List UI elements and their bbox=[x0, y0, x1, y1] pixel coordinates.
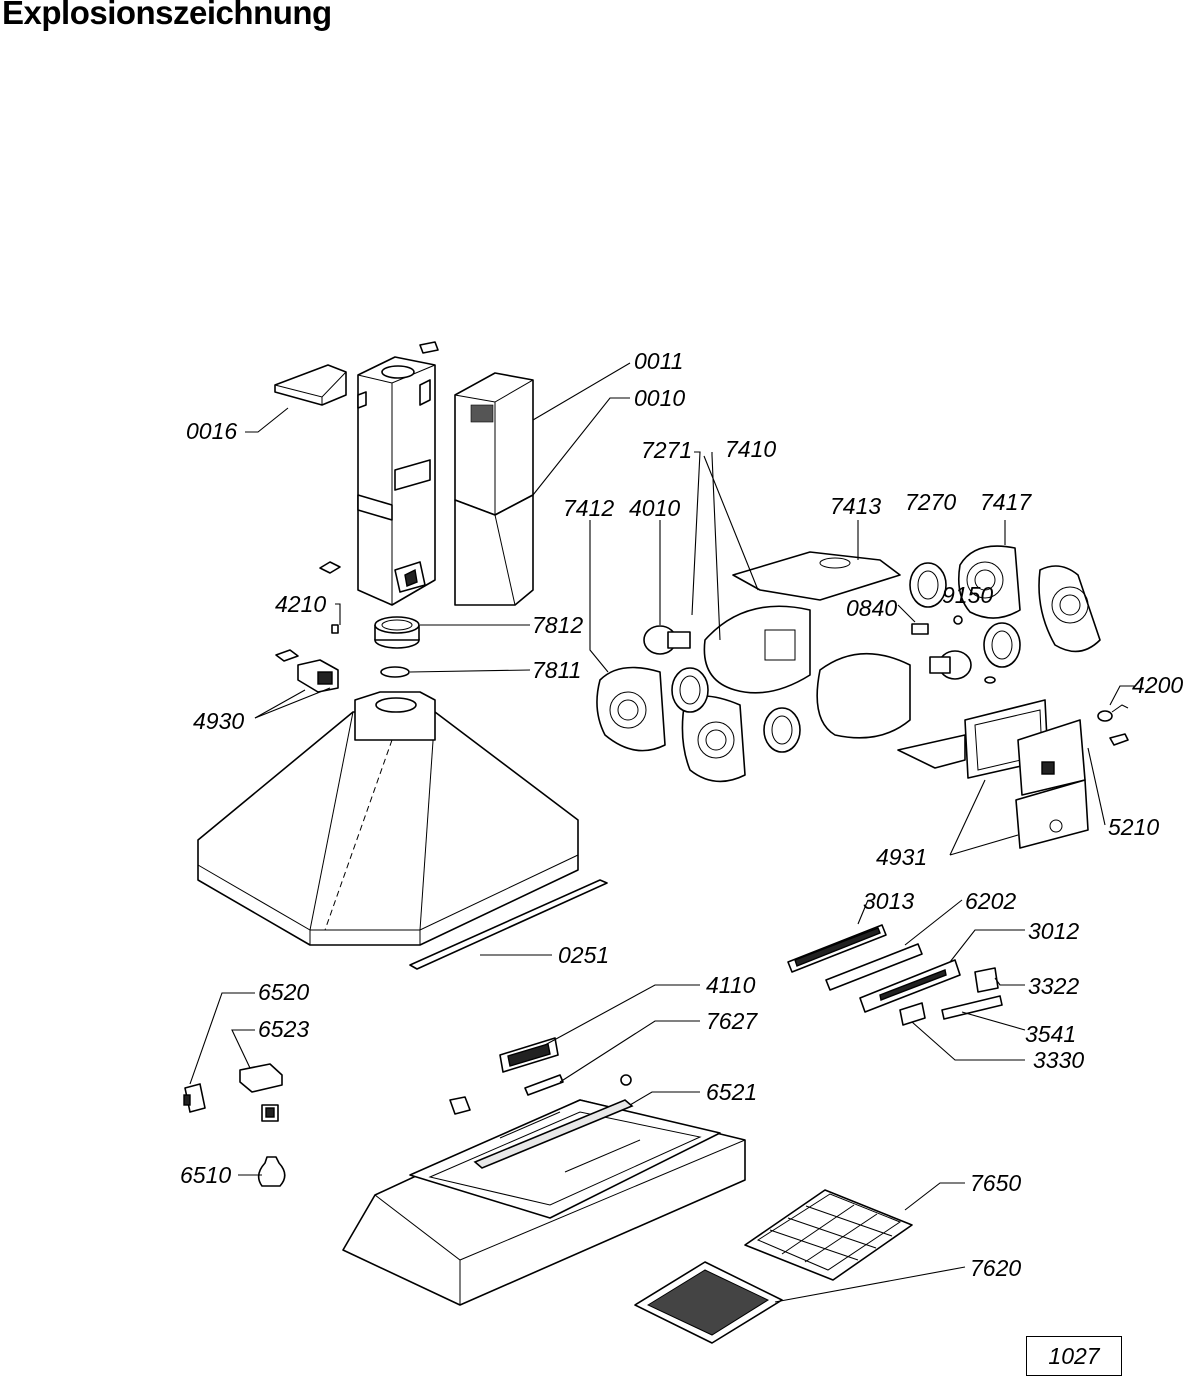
label-4010: 4010 bbox=[629, 495, 680, 521]
control-cover bbox=[1015, 779, 1089, 849]
switch-block-4110 bbox=[499, 1037, 559, 1073]
grease-filter-7650 bbox=[744, 1189, 913, 1281]
label-7412: 7412 bbox=[563, 495, 614, 521]
housing-center bbox=[816, 652, 911, 739]
label-4930: 4930 bbox=[193, 708, 244, 734]
label-6523: 6523 bbox=[258, 1016, 309, 1042]
clip-7627 bbox=[524, 1074, 564, 1096]
label-7271: 7271 bbox=[641, 437, 692, 463]
label-4110: 4110 bbox=[706, 972, 756, 998]
label-9150: 9150 bbox=[942, 582, 993, 608]
label-0010: 0010 bbox=[634, 385, 685, 411]
motor-right bbox=[929, 650, 972, 680]
duct-adapter-0016 bbox=[274, 364, 347, 406]
motor-4010 bbox=[643, 625, 691, 655]
label-4200: 4200 bbox=[1132, 672, 1183, 698]
label-0016: 0016 bbox=[186, 418, 237, 444]
label-3012: 3012 bbox=[1028, 918, 1079, 944]
label-3330: 3330 bbox=[1033, 1047, 1084, 1073]
small-switch-left bbox=[449, 1096, 471, 1115]
fan-volute-7417 bbox=[957, 545, 1021, 619]
label-6202: 6202 bbox=[965, 888, 1016, 914]
impeller-lower bbox=[763, 707, 801, 753]
label-6510: 6510 bbox=[180, 1162, 231, 1188]
part-labels: 0016 0011 0010 7271 7410 7412 4010 7413 … bbox=[180, 348, 1183, 1281]
control-panel-3012 bbox=[859, 959, 961, 1013]
label-4210: 4210 bbox=[275, 591, 326, 617]
flange-7812 bbox=[374, 616, 420, 649]
label-7270: 7270 bbox=[905, 489, 956, 515]
chimney-cover-0011 bbox=[454, 372, 534, 516]
housing-left-7410 bbox=[703, 605, 811, 694]
connector-4200 bbox=[1097, 704, 1129, 746]
fan-volute-lower bbox=[681, 695, 746, 783]
hood-canopy bbox=[197, 691, 579, 946]
label-3322: 3322 bbox=[1028, 973, 1079, 999]
chimney-cover-0010 bbox=[454, 494, 534, 606]
impeller-7270 bbox=[909, 562, 947, 608]
label-7410: 7410 bbox=[725, 436, 776, 462]
strip-3541 bbox=[941, 995, 1003, 1020]
label-4931: 4931 bbox=[876, 844, 927, 870]
terminal-4930 bbox=[275, 649, 339, 693]
label-0251: 0251 bbox=[558, 942, 609, 968]
carbon-filter-7620 bbox=[634, 1261, 783, 1344]
fan-volute-far-right bbox=[1038, 565, 1101, 653]
label-0011: 0011 bbox=[634, 348, 683, 374]
page-title: Explosionszeichnung bbox=[2, 0, 332, 31]
label-7650: 7650 bbox=[970, 1170, 1021, 1196]
ring-7811 bbox=[380, 666, 410, 678]
strip-3013 bbox=[787, 924, 887, 973]
lamp-cover-6523 bbox=[239, 1063, 283, 1093]
label-3541: 3541 bbox=[1025, 1021, 1076, 1047]
fan-volute-7412 bbox=[596, 666, 666, 752]
small-parts-0840-9150 bbox=[911, 615, 996, 684]
bulb-6510 bbox=[257, 1156, 286, 1187]
label-7627: 7627 bbox=[706, 1008, 758, 1034]
inner-chimney bbox=[357, 341, 439, 606]
leader-lines bbox=[189, 362, 1135, 1303]
label-7811: 7811 bbox=[532, 657, 581, 683]
label-7812: 7812 bbox=[532, 612, 583, 638]
switch-3322 bbox=[974, 967, 999, 993]
small-clip-4210 bbox=[319, 561, 341, 634]
lamp-holder-6520 bbox=[183, 1083, 206, 1113]
impeller-left bbox=[671, 667, 709, 713]
label-7620: 7620 bbox=[970, 1255, 1021, 1281]
label-6521: 6521 bbox=[706, 1079, 757, 1105]
knob-3330 bbox=[899, 1002, 926, 1026]
label-0840: 0840 bbox=[846, 595, 897, 621]
strip-6202 bbox=[825, 943, 923, 991]
rail-0251 bbox=[409, 879, 608, 970]
filter-rail-4931 bbox=[897, 734, 966, 769]
motor-housing-7413 bbox=[732, 551, 901, 601]
label-5210: 5210 bbox=[1108, 814, 1159, 840]
label-6520: 6520 bbox=[258, 979, 309, 1005]
impeller-right bbox=[983, 622, 1021, 668]
page-number: 1027 bbox=[1026, 1336, 1122, 1376]
lamp-socket bbox=[261, 1104, 279, 1122]
label-3013: 3013 bbox=[863, 888, 914, 914]
hood-base-6521 bbox=[342, 1099, 746, 1306]
grommet bbox=[620, 1074, 632, 1086]
label-7417: 7417 bbox=[980, 489, 1032, 515]
label-7413: 7413 bbox=[830, 493, 881, 519]
